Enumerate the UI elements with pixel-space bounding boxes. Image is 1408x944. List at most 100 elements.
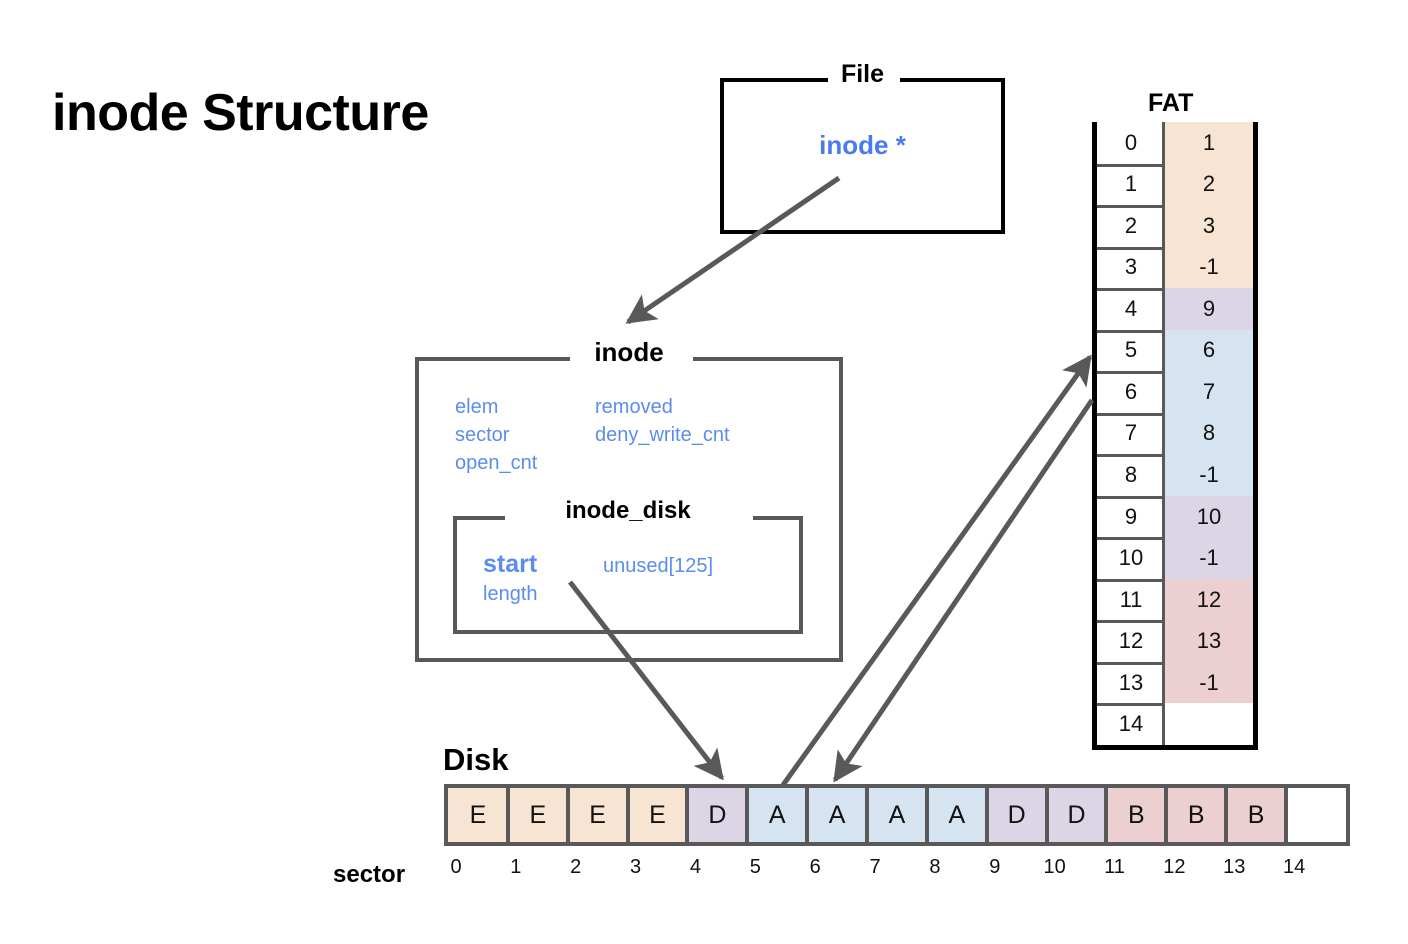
fat-border-right bbox=[1253, 122, 1258, 750]
inode-fields-left-column: elem sector open_cnt bbox=[455, 393, 537, 477]
inode-disk-field-start: start bbox=[483, 550, 538, 578]
inode-disk-box-border-top-left bbox=[453, 516, 505, 520]
sector-tick-label: 7 bbox=[869, 856, 881, 878]
sector-tick-label: 1 bbox=[510, 856, 522, 878]
fat-row-index: 4 bbox=[1097, 288, 1165, 330]
disk-sector-cell: B bbox=[1104, 787, 1167, 843]
fat-row-value: 13 bbox=[1162, 620, 1253, 662]
disk-sector-cell: A bbox=[805, 787, 868, 843]
fat-row-index: 9 bbox=[1097, 495, 1165, 538]
inode-box-caption: inode bbox=[582, 339, 676, 365]
fat-row-index: 13 bbox=[1097, 661, 1165, 704]
inode-box: inode elem sector open_cnt removed deny_… bbox=[415, 339, 843, 662]
inode-disk-field-unused: unused[125] bbox=[603, 555, 714, 577]
fat-row-value: 2 bbox=[1162, 163, 1253, 206]
inode-disk-box-border-left bbox=[453, 516, 457, 634]
inode-field-open-cnt: open_cnt bbox=[455, 452, 538, 474]
page-title: inode Structure bbox=[52, 84, 429, 142]
inode-disk-box-border-top-right bbox=[753, 516, 803, 520]
disk-sector-cell: E bbox=[505, 787, 568, 843]
fat-row-index: 12 bbox=[1097, 620, 1165, 662]
disk-sector-cell: B bbox=[1224, 787, 1287, 843]
sector-tick-label: 0 bbox=[450, 856, 462, 878]
fat-row-index: 6 bbox=[1097, 371, 1165, 413]
inode-box-border-left bbox=[415, 357, 419, 662]
sector-tick-label: 5 bbox=[749, 856, 761, 878]
file-box-border-right bbox=[1001, 78, 1005, 234]
fat-row-value: 12 bbox=[1162, 578, 1253, 621]
inode-disk-fields-left-column: start length bbox=[483, 548, 538, 608]
inode-field-deny-write-cnt: deny_write_cnt bbox=[595, 424, 730, 446]
fat-row-index: 11 bbox=[1097, 578, 1165, 621]
disk-sector-cell: E bbox=[448, 788, 508, 842]
fat-border-bottom bbox=[1092, 745, 1258, 750]
inode-disk-box: inode_disk start length unused[125] bbox=[453, 499, 803, 634]
fat-row: 14 bbox=[1097, 703, 1253, 745]
sector-tick-label: 8 bbox=[929, 856, 941, 878]
fat-row-value: 1 bbox=[1162, 122, 1253, 164]
fat-row-value: -1 bbox=[1162, 246, 1253, 289]
fat-row-value: 6 bbox=[1162, 329, 1253, 372]
sector-tick-label: 14 bbox=[1283, 856, 1306, 878]
fat-row: 8-1 bbox=[1097, 454, 1253, 496]
inode-disk-box-border-right bbox=[799, 516, 803, 634]
sector-tick-label: 10 bbox=[1043, 856, 1066, 878]
fat-table-caption: FAT bbox=[1148, 89, 1194, 117]
disk-sector-cell: D bbox=[1044, 787, 1107, 843]
fat-row: 10-1 bbox=[1097, 537, 1253, 579]
disk-sector-cell: A bbox=[924, 787, 987, 843]
sector-tick-label: 3 bbox=[630, 856, 642, 878]
file-box-caption: File bbox=[828, 62, 897, 87]
sector-tick-label: 9 bbox=[989, 856, 1001, 878]
file-box-border-left bbox=[720, 78, 724, 234]
sector-tick-label: 13 bbox=[1223, 856, 1246, 878]
inode-field-removed: removed bbox=[595, 396, 673, 418]
fat-row-value: 10 bbox=[1162, 495, 1253, 538]
fat-row-index: 1 bbox=[1097, 163, 1165, 206]
fat-row-index: 0 bbox=[1097, 122, 1165, 164]
disk-sector-cell: A bbox=[865, 787, 927, 843]
file-inode-pointer-field: inode * bbox=[819, 130, 906, 160]
disk-sector-cell: E bbox=[625, 787, 688, 843]
disk-sector-cell: A bbox=[745, 787, 808, 843]
fat-row-value: 8 bbox=[1162, 412, 1253, 455]
file-box: File inode * bbox=[720, 62, 1005, 234]
fat-row-value: -1 bbox=[1162, 454, 1253, 496]
inode-field-elem: elem bbox=[455, 396, 499, 418]
fat-row-index: 8 bbox=[1097, 454, 1165, 496]
sector-tick-label: 2 bbox=[570, 856, 582, 878]
fat-row-value: 3 bbox=[1162, 205, 1253, 247]
fat-row-index: 2 bbox=[1097, 205, 1165, 247]
sector-tick-label: 4 bbox=[689, 856, 702, 878]
inode-disk-field-length: length bbox=[483, 583, 538, 605]
inode-field-sector: sector bbox=[455, 424, 510, 446]
disk-sector-cell bbox=[1284, 787, 1346, 843]
fat-row-index: 3 bbox=[1097, 246, 1165, 289]
sector-tick-label: 6 bbox=[809, 856, 821, 878]
fat-row-value: -1 bbox=[1162, 537, 1253, 579]
fat-row-index: 10 bbox=[1097, 537, 1165, 579]
inode-disk-box-caption: inode_disk bbox=[553, 499, 703, 523]
disk-sector-cell: D bbox=[984, 787, 1047, 843]
fat-row-value: 7 bbox=[1162, 371, 1253, 413]
file-box-border-top-right bbox=[900, 78, 1005, 82]
inode-box-border-top-left bbox=[415, 357, 570, 361]
inode-disk-fields-right-column: unused[125] bbox=[603, 552, 713, 580]
sector-tick-label: 11 bbox=[1104, 856, 1125, 878]
disk-sector-cell: B bbox=[1164, 787, 1227, 843]
file-box-border-top-left bbox=[720, 78, 828, 82]
fat-row: 3-1 bbox=[1097, 246, 1253, 289]
sector-tick-label: 12 bbox=[1163, 856, 1186, 878]
